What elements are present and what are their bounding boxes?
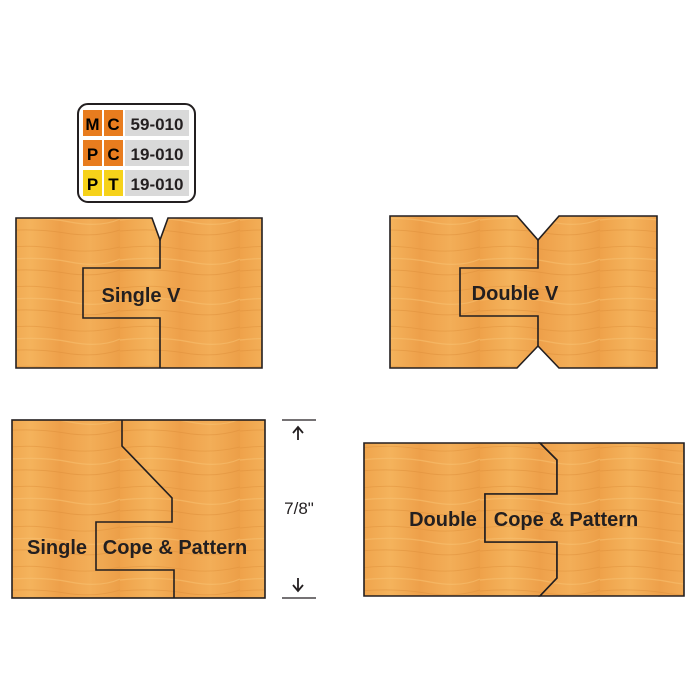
double-cope-label-left: Double bbox=[409, 509, 477, 531]
legend-chip bbox=[104, 170, 123, 196]
single-v-label: Single V bbox=[102, 285, 182, 307]
legend-chip bbox=[83, 140, 102, 166]
double-cope-board-right bbox=[484, 442, 685, 597]
dimension-indicator: 7/8" bbox=[282, 419, 316, 599]
legend-code: 19-010 bbox=[131, 145, 184, 164]
legend-chip-letter: C bbox=[107, 145, 119, 164]
legend-row: P C 19-010 bbox=[83, 140, 189, 166]
legend-code-bg bbox=[125, 140, 189, 166]
double-v-cut-line bbox=[459, 240, 539, 346]
legend-code: 59-010 bbox=[131, 115, 184, 134]
arrow-down-icon bbox=[292, 578, 304, 593]
legend-chip bbox=[104, 140, 123, 166]
profile-double-cope: Double Cope & Pattern bbox=[363, 442, 685, 597]
single-cope-board bbox=[11, 419, 266, 599]
bit-legend: M C 59-010 P C 19-010 P T 19-010 bbox=[77, 103, 196, 203]
double-v-label: Double V bbox=[472, 283, 559, 305]
legend-chip-letter: T bbox=[108, 175, 119, 194]
single-v-board bbox=[15, 217, 263, 369]
legend-code: 19-010 bbox=[131, 175, 184, 194]
legend-chip-letter: P bbox=[87, 145, 98, 164]
legend-chip-letter: P bbox=[87, 175, 98, 194]
single-cope-label-left: Single bbox=[27, 537, 87, 559]
legend-chip-letter: C bbox=[107, 115, 119, 134]
single-cope-label-right: Cope & Pattern bbox=[103, 537, 247, 559]
profile-single-cope: Single Cope & Pattern bbox=[11, 419, 266, 599]
legend-chip bbox=[104, 110, 123, 136]
legend-row: P T 19-010 bbox=[83, 170, 189, 196]
legend-chip bbox=[83, 110, 102, 136]
legend-code-bg bbox=[125, 170, 189, 196]
double-cope-label-right: Cope & Pattern bbox=[494, 509, 638, 531]
arrow-up-icon bbox=[292, 425, 304, 440]
legend-chip bbox=[83, 170, 102, 196]
profile-double-v: Double V bbox=[389, 215, 658, 369]
profile-single-v: Single V bbox=[15, 217, 263, 369]
double-v-board bbox=[389, 215, 658, 369]
dimension-label: 7/8" bbox=[284, 499, 314, 518]
single-cope-cut-line bbox=[95, 420, 175, 598]
legend-code-bg bbox=[125, 110, 189, 136]
legend-chip-letter: M bbox=[85, 115, 99, 134]
single-v-cut-line bbox=[82, 240, 161, 368]
legend-row: M C 59-010 bbox=[83, 110, 189, 136]
